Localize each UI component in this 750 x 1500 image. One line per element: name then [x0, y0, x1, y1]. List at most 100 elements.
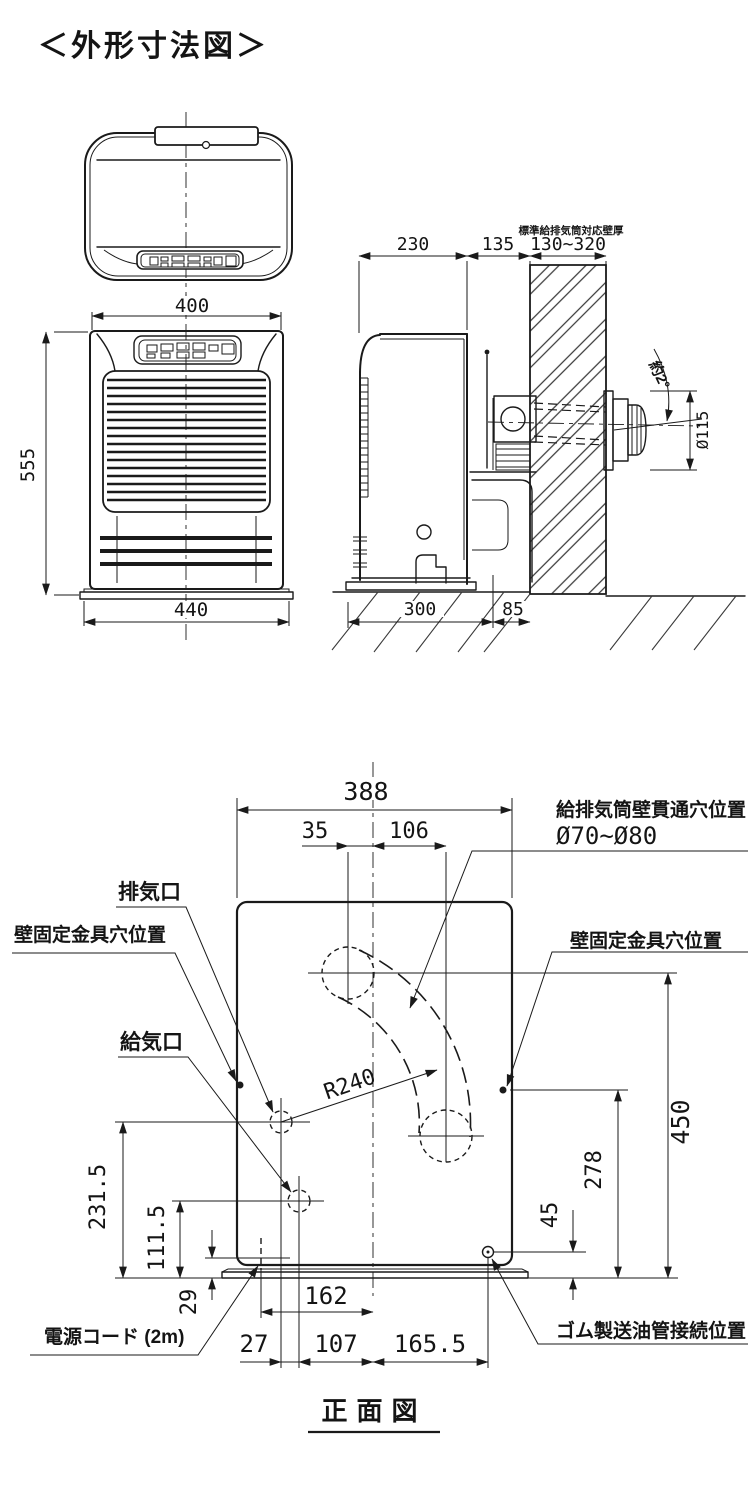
dim-35-text: 35	[302, 819, 329, 844]
front-control-panel	[133, 335, 242, 365]
flue-centerline	[487, 421, 701, 427]
caption-text: 正面図	[321, 1396, 426, 1426]
dim-29-text: 29	[177, 1289, 202, 1316]
dim-230-text: 230	[397, 234, 430, 255]
side-front-top-corner	[359, 334, 381, 375]
dim-400-text: 400	[175, 295, 209, 317]
dim-162-text: 162	[304, 1282, 347, 1310]
drawing-title: ＜外形寸法図＞	[38, 30, 269, 63]
front-bottom-slots	[100, 536, 272, 566]
dim-555-text: 555	[17, 448, 39, 482]
slot-inner-arc	[337, 996, 421, 1134]
side-rear-bolt	[484, 349, 490, 355]
wall-section	[529, 264, 607, 595]
side-l-cutout	[415, 554, 447, 584]
side-pipe-b	[472, 499, 509, 551]
dim-front-height: 555	[17, 331, 88, 596]
terminal-cap	[627, 404, 647, 456]
side-louver-comb	[360, 377, 368, 498]
label-intake-text: 給気口	[120, 1030, 183, 1054]
wall-note-text: 標準給排気筒対応壁厚	[519, 224, 624, 237]
dim-bottom-row: 27 107 165.5	[240, 1330, 489, 1366]
label-exhaust-text: 排気口	[118, 880, 181, 904]
dim-45-text: 45	[538, 1202, 563, 1229]
dim-165-5-text: 165.5	[394, 1330, 466, 1358]
front-view: 400 555 440	[17, 294, 294, 642]
dim-27-text: 27	[240, 1330, 269, 1358]
rear-view-caption: 正面図	[308, 1396, 440, 1434]
dim-450-text: 450	[666, 1099, 695, 1144]
front-base-flange	[79, 591, 294, 600]
dim-tilt-angle: 約2°	[613, 348, 703, 431]
dim-exhaust-height: 231.5	[86, 1121, 127, 1279]
dim-oil-height: 45	[538, 1202, 577, 1300]
dim-side-top-row: 230 135 130~320 標準給排気筒対応壁厚	[358, 224, 624, 333]
rear-extension-lines	[115, 798, 678, 1368]
dim-upper-hole-offset: 35	[302, 819, 373, 850]
dim-107-text: 107	[314, 1330, 357, 1358]
dim-300-text: 300	[404, 599, 437, 620]
dim-111-5-text: 111.5	[145, 1205, 170, 1271]
top-view-buttons	[149, 255, 237, 268]
label-exhaust: 排気口	[116, 880, 274, 1113]
rear-base-chamfers	[221, 1268, 529, 1273]
dim-lower-hole-offset: 106	[372, 819, 447, 850]
oil-connection	[481, 1245, 495, 1259]
side-view: 約2° Ø115 230 135 130~320 標準給排気筒対応壁厚	[331, 224, 746, 653]
dim-arc-radius: R240	[280, 1064, 438, 1123]
dim-231-5-text: 231.5	[86, 1164, 111, 1230]
flue-pipe-bottom	[533, 435, 607, 446]
label-bracket-right: 壁固定金具穴位置	[506, 929, 748, 1087]
label-bracket-left: 壁固定金具穴位置	[12, 923, 237, 1082]
dim-side-bottom-row: 300 85	[347, 575, 531, 628]
dim-388-text: 388	[343, 777, 388, 806]
label-bracket-right-text: 壁固定金具穴位置	[570, 929, 722, 952]
side-flue-box	[493, 395, 537, 443]
oil-connection-dot	[486, 1250, 490, 1254]
label-power-cord-text: 電源コード (2m)	[44, 1325, 184, 1348]
label-oil-pipe: ゴム製送油管接続位置	[491, 1258, 748, 1345]
side-base-flange	[345, 581, 477, 591]
side-ribbed-duct	[495, 443, 531, 471]
side-flue-blower	[500, 406, 526, 432]
side-pipe-a	[471, 479, 533, 583]
label-wall-hole-text-1: 給排気筒壁貫通穴位置	[556, 798, 746, 821]
dim-front-width-top: 400	[91, 295, 282, 330]
dim-tilt-text: 約2°	[645, 358, 674, 392]
dim-pipe-dia: Ø115	[650, 390, 712, 471]
side-drain-hole	[416, 524, 432, 540]
flue-pipe-top	[533, 402, 607, 413]
page-title: ＜外形寸法図＞	[38, 30, 269, 63]
dim-cord-height: 29	[177, 1230, 216, 1316]
dim-440-text: 440	[174, 599, 208, 621]
label-wall-hole: 給排気筒壁貫通穴位置 Ø70~Ø80	[409, 798, 748, 1009]
dim-85-text: 85	[502, 599, 524, 620]
label-intake: 給気口	[118, 1030, 292, 1193]
front-taper-curves	[96, 333, 277, 372]
dim-intake-height: 111.5	[145, 1200, 184, 1279]
side-bottom-slot-ticks	[353, 536, 367, 568]
dim-106-text: 106	[389, 819, 429, 844]
top-view	[84, 112, 293, 302]
dim-cord-offset: 162	[260, 1282, 374, 1316]
label-power-cord: 電源コード (2m)	[30, 1265, 259, 1356]
label-oil-pipe-text: ゴム製送油管接続位置	[556, 1319, 746, 1342]
side-duct-ribs	[496, 448, 530, 468]
dim-135-text: 135	[482, 234, 515, 255]
dim-bracket-height: 278	[582, 1089, 622, 1279]
dim-front-base-width: 440	[83, 599, 290, 626]
dim-rear-width: 388	[236, 777, 513, 814]
dim-o115-text: Ø115	[693, 411, 712, 450]
bracket-hole-left	[236, 1081, 244, 1089]
front-buttons	[146, 342, 235, 359]
slot-outer-arc	[358, 949, 472, 1138]
dim-278-text: 278	[582, 1150, 607, 1190]
front-grille-frame	[102, 370, 271, 513]
front-grille-louvers	[107, 378, 266, 502]
dim-wall-hole-height: 450	[664, 972, 695, 1279]
terminal-ribs	[631, 405, 642, 455]
rear-view: 388 35 106 R240 231.5 111.5 29	[12, 762, 748, 1434]
front-control-panel-inner	[138, 339, 237, 362]
